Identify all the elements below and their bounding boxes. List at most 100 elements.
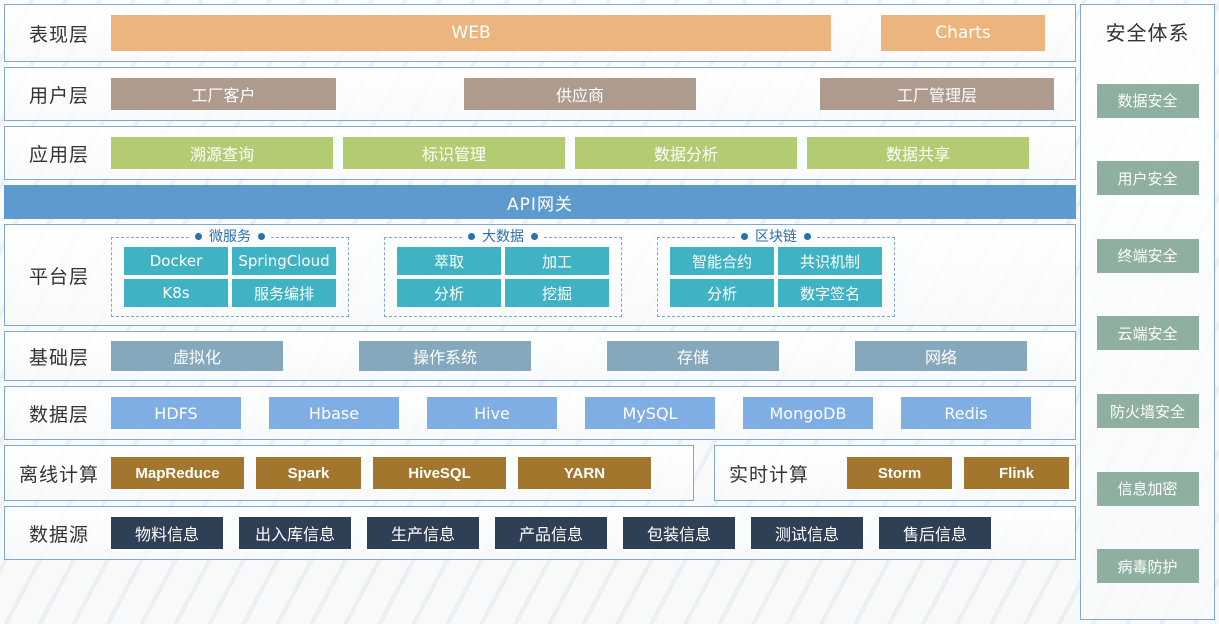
group-row: 分析 挖掘 [397, 279, 609, 307]
user-item-supplier[interactable]: 供应商 [464, 78, 696, 110]
user-item-factory-management[interactable]: 工厂管理层 [820, 78, 1054, 110]
bullet-dot-icon [468, 232, 475, 240]
group-row: Docker SpringCloud [124, 247, 336, 275]
group-row: K8s 服务编排 [124, 279, 336, 307]
layer-row-user: 用户层 工厂客户 供应商 工厂管理层 [4, 67, 1076, 121]
platform-tile-k8s[interactable]: K8s [124, 279, 228, 307]
layer-body-user: 工厂客户 供应商 工厂管理层 [111, 68, 1075, 120]
layer-row-data-source: 数据源 物料信息 出入库信息 生产信息 产品信息 包装信息 测试信息 售后信息 [4, 506, 1076, 560]
layer-label-application: 应用层 [28, 143, 89, 166]
bullet-dot-icon [741, 232, 748, 240]
platform-group-bigdata: 大数据 萃取 加工 分析 挖掘 [384, 226, 622, 317]
data-item-mysql[interactable]: MySQL [585, 397, 715, 429]
security-item-list: 数据安全 用户安全 终端安全 云端安全 防火墙安全 信息加密 病毒防护 [1081, 60, 1214, 619]
layer-row-application: 应用层 溯源查询 标识管理 数据分析 数据共享 [4, 126, 1076, 180]
layer-body-realtime-compute: Storm Flink [847, 446, 1075, 500]
source-item-after-sales-info[interactable]: 售后信息 [879, 517, 991, 549]
layer-label-infrastructure: 基础层 [28, 346, 89, 369]
platform-tile-digital-signature[interactable]: 数字签名 [778, 279, 882, 307]
layer-label-realtime-compute: 实时计算 [729, 463, 810, 486]
layer-body-presentation: WEB Charts [111, 5, 1075, 61]
source-item-packaging-info[interactable]: 包装信息 [623, 517, 735, 549]
platform-tile-springcloud[interactable]: SpringCloud [232, 247, 336, 275]
security-panel: 安全体系 数据安全 用户安全 终端安全 云端安全 防火墙安全 信息加密 病毒防护 [1080, 4, 1215, 620]
layer-body-offline-compute: MapReduce Spark HiveSQL YARN [111, 446, 693, 500]
source-item-production-info[interactable]: 生产信息 [367, 517, 479, 549]
presentation-item-charts[interactable]: Charts [881, 15, 1045, 51]
bullet-dot-icon [804, 232, 811, 240]
platform-group-title-blockchain: 区块链 [737, 226, 815, 246]
infrastructure-item-operating-system[interactable]: 操作系统 [359, 341, 531, 371]
bullet-dot-icon [531, 232, 538, 240]
source-item-warehouse-info[interactable]: 出入库信息 [239, 517, 351, 549]
layer-body-data-source: 物料信息 出入库信息 生产信息 产品信息 包装信息 测试信息 售后信息 [111, 507, 1075, 559]
platform-group-blockchain: 区块链 智能合约 共识机制 分析 数字签名 [657, 226, 895, 317]
security-panel-title: 安全体系 [1105, 21, 1190, 45]
panel-realtime-compute: 实时计算 Storm Flink [714, 445, 1076, 501]
group-row: 萃取 加工 [397, 247, 609, 275]
presentation-item-web[interactable]: WEB [111, 15, 831, 51]
data-item-mongodb[interactable]: MongoDB [743, 397, 873, 429]
layer-body-infrastructure: 虚拟化 操作系统 存储 网络 [111, 332, 1075, 380]
api-gateway-bar[interactable]: API网关 [4, 185, 1076, 219]
offline-item-mapreduce[interactable]: MapReduce [111, 457, 244, 489]
source-item-material-info[interactable]: 物料信息 [111, 517, 223, 549]
platform-tile-smart-contract[interactable]: 智能合约 [670, 247, 774, 275]
platform-tile-docker[interactable]: Docker [124, 247, 228, 275]
user-item-factory-customer[interactable]: 工厂客户 [111, 78, 336, 110]
group-title-text: 微服务 [209, 229, 251, 245]
data-item-hdfs[interactable]: HDFS [111, 397, 241, 429]
group-title-text: 区块链 [755, 229, 797, 245]
source-item-product-info[interactable]: 产品信息 [495, 517, 607, 549]
panel-offline-compute: 离线计算 MapReduce Spark HiveSQL YARN [4, 445, 694, 501]
security-item-virus-protection[interactable]: 病毒防护 [1096, 549, 1199, 584]
infrastructure-item-network[interactable]: 网络 [855, 341, 1027, 371]
offline-item-hivesql[interactable]: HiveSQL [373, 457, 506, 489]
platform-tile-process[interactable]: 加工 [505, 247, 609, 275]
security-item-cloud-security[interactable]: 云端安全 [1096, 316, 1199, 351]
bullet-dot-icon [258, 232, 265, 240]
application-item-data-sharing[interactable]: 数据共享 [807, 137, 1029, 169]
application-item-identifier-management[interactable]: 标识管理 [343, 137, 565, 169]
layer-row-presentation: 表现层 WEB Charts [4, 4, 1076, 62]
application-item-data-analysis[interactable]: 数据分析 [575, 137, 797, 169]
layer-row-compute: 离线计算 MapReduce Spark HiveSQL YARN 实时计算 S… [4, 445, 1076, 501]
data-item-hive[interactable]: Hive [427, 397, 557, 429]
realtime-item-flink[interactable]: Flink [964, 457, 1069, 489]
platform-group-title-bigdata: 大数据 [464, 226, 542, 246]
security-item-terminal-security[interactable]: 终端安全 [1096, 238, 1199, 273]
platform-tile-mining[interactable]: 挖掘 [505, 279, 609, 307]
offline-item-spark[interactable]: Spark [256, 457, 361, 489]
security-item-user-security[interactable]: 用户安全 [1096, 161, 1199, 196]
data-item-redis[interactable]: Redis [901, 397, 1031, 429]
application-item-traceability-query[interactable]: 溯源查询 [111, 137, 333, 169]
layer-label-data: 数据层 [28, 403, 89, 426]
security-item-data-security[interactable]: 数据安全 [1096, 83, 1199, 118]
platform-tile-chain-analysis[interactable]: 分析 [670, 279, 774, 307]
group-row: 分析 数字签名 [670, 279, 882, 307]
offline-item-yarn[interactable]: YARN [518, 457, 651, 489]
infrastructure-item-virtualization[interactable]: 虚拟化 [111, 341, 283, 371]
layer-body-platform: 微服务 Docker SpringCloud K8s 服务编排 [111, 223, 1075, 327]
realtime-item-storm[interactable]: Storm [847, 457, 952, 489]
layer-label-platform: 平台层 [28, 265, 89, 288]
layer-label-data-source: 数据源 [28, 523, 89, 546]
layer-stack: 表现层 WEB Charts 用户层 工厂客户 供应商 工厂管理层 应用层 溯源… [4, 4, 1076, 620]
data-item-hbase[interactable]: Hbase [269, 397, 399, 429]
platform-tile-service-orchestration[interactable]: 服务编排 [232, 279, 336, 307]
layer-row-platform: 平台层 微服务 Docker SpringCloud K8s 服务编排 [4, 224, 1076, 326]
layer-row-data: 数据层 HDFS Hbase Hive MySQL MongoDB Redis [4, 386, 1076, 440]
security-item-info-encryption[interactable]: 信息加密 [1096, 471, 1199, 506]
platform-tile-consensus[interactable]: 共识机制 [778, 247, 882, 275]
layer-body-data: HDFS Hbase Hive MySQL MongoDB Redis [111, 387, 1075, 439]
security-item-firewall-security[interactable]: 防火墙安全 [1096, 394, 1199, 429]
layer-label-presentation: 表现层 [28, 23, 89, 46]
layer-body-application: 溯源查询 标识管理 数据分析 数据共享 [111, 127, 1075, 179]
platform-tile-analysis[interactable]: 分析 [397, 279, 501, 307]
source-item-testing-info[interactable]: 测试信息 [751, 517, 863, 549]
bullet-dot-icon [195, 232, 202, 240]
platform-tile-extract[interactable]: 萃取 [397, 247, 501, 275]
group-row: 智能合约 共识机制 [670, 247, 882, 275]
infrastructure-item-storage[interactable]: 存储 [607, 341, 779, 371]
